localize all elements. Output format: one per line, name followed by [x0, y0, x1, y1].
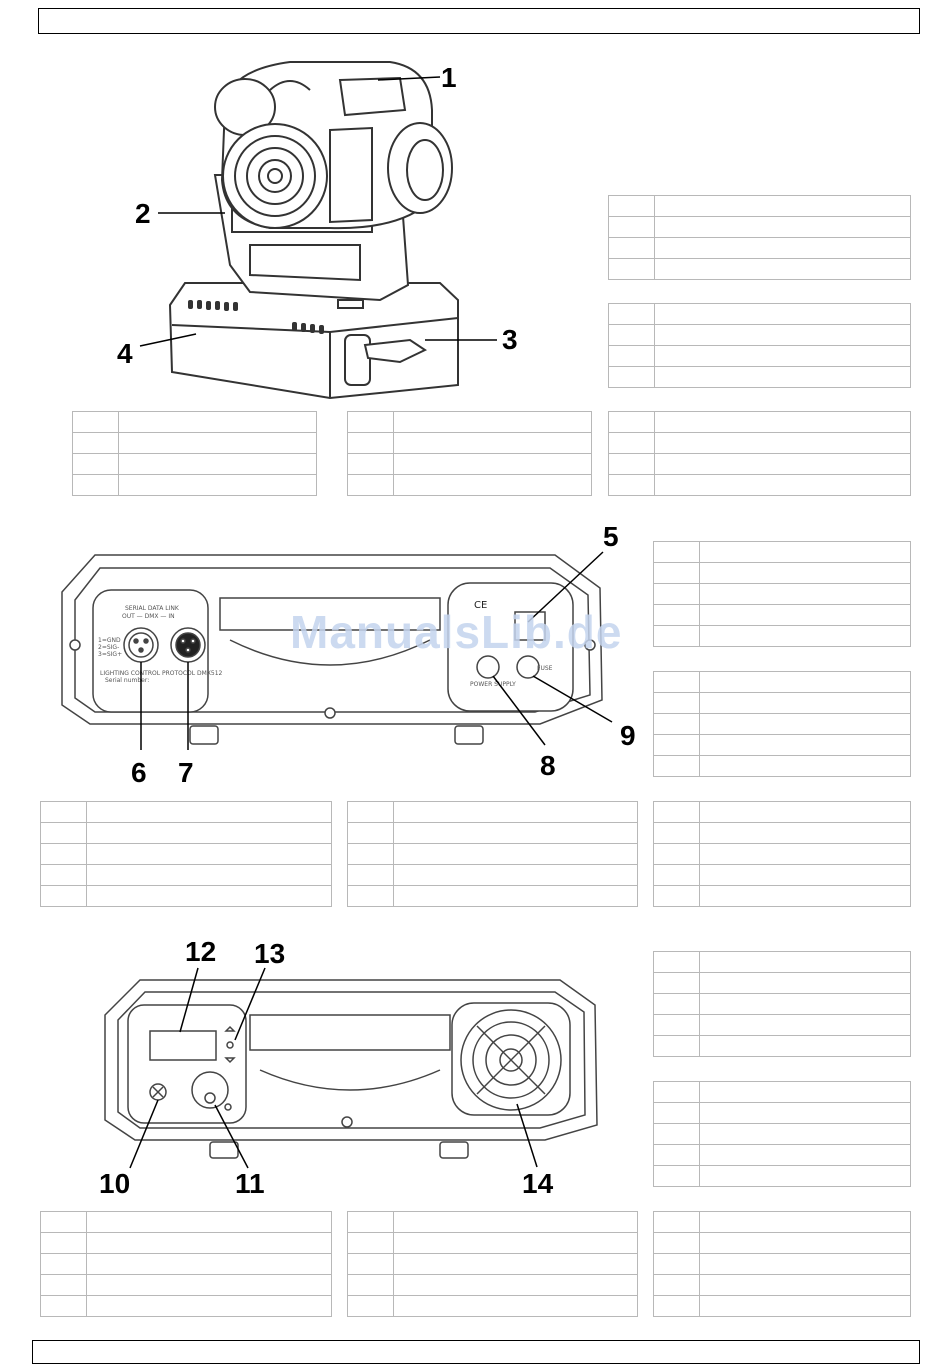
callout-5: 5 [603, 521, 619, 552]
callout-9: 9 [620, 720, 636, 751]
table-row1-mid [347, 411, 592, 496]
table-row2-right [653, 801, 911, 907]
pin3-text: 3=SIG+ [98, 651, 122, 658]
pin1-text: 1=GND [98, 637, 121, 644]
callout-13: 13 [254, 938, 286, 969]
callout-6: 6 [131, 757, 147, 788]
table-row1-right [608, 411, 911, 496]
callout-2: 2 [135, 198, 151, 229]
serial-data-link-text: SERIAL DATA LINK [125, 605, 180, 612]
table-row3-mid [347, 1211, 638, 1317]
callout-14: 14 [522, 1168, 554, 1199]
table-row2-left [40, 801, 332, 907]
table-row2-mid [347, 801, 638, 907]
watermark-text: ManualsLib.de [290, 606, 623, 658]
ce-mark-text: CE [474, 600, 487, 611]
table-right-a [608, 195, 911, 280]
table-row3-right [653, 1211, 911, 1317]
rear-panel-illustration [61, 554, 603, 745]
leader-lines-top [139, 76, 497, 347]
front-panel-illustration [104, 979, 598, 1159]
moving-head-illustration [168, 61, 459, 400]
pin2-text: 2=SIG- [98, 644, 119, 651]
table-right-e [653, 951, 911, 1057]
callout-12: 12 [185, 936, 217, 967]
table-right-d [653, 671, 911, 777]
header-frame [38, 8, 920, 34]
callout-8: 8 [540, 750, 556, 781]
rear-panel-text: SERIAL DATA LINK OUT — DMX — IN 1=GND 2=… [98, 600, 553, 688]
table-right-c [653, 541, 911, 647]
callout-7: 7 [178, 757, 194, 788]
callout-10: 10 [99, 1168, 131, 1199]
leader-lines-middle [140, 551, 613, 750]
callout-4: 4 [117, 338, 133, 369]
fuse-text: FUSE [537, 665, 553, 672]
serial-number-text: Serial number: [105, 677, 149, 684]
callout-1: 1 [441, 62, 457, 93]
leader-lines-bottom [129, 967, 538, 1169]
callout-11: 11 [235, 1168, 265, 1199]
footer-frame [32, 1340, 920, 1364]
power-supply-text: POWER SUPPLY [470, 681, 516, 688]
table-right-f [653, 1081, 911, 1187]
table-right-b [608, 303, 911, 388]
table-row3-left [40, 1211, 332, 1317]
callout-3: 3 [502, 324, 518, 355]
dmx-out-in-text: OUT — DMX — IN [122, 613, 175, 620]
table-row1-left [72, 411, 317, 496]
lighting-control-text: LIGHTING CONTROL PROTOCOL DMX512 [100, 670, 223, 677]
